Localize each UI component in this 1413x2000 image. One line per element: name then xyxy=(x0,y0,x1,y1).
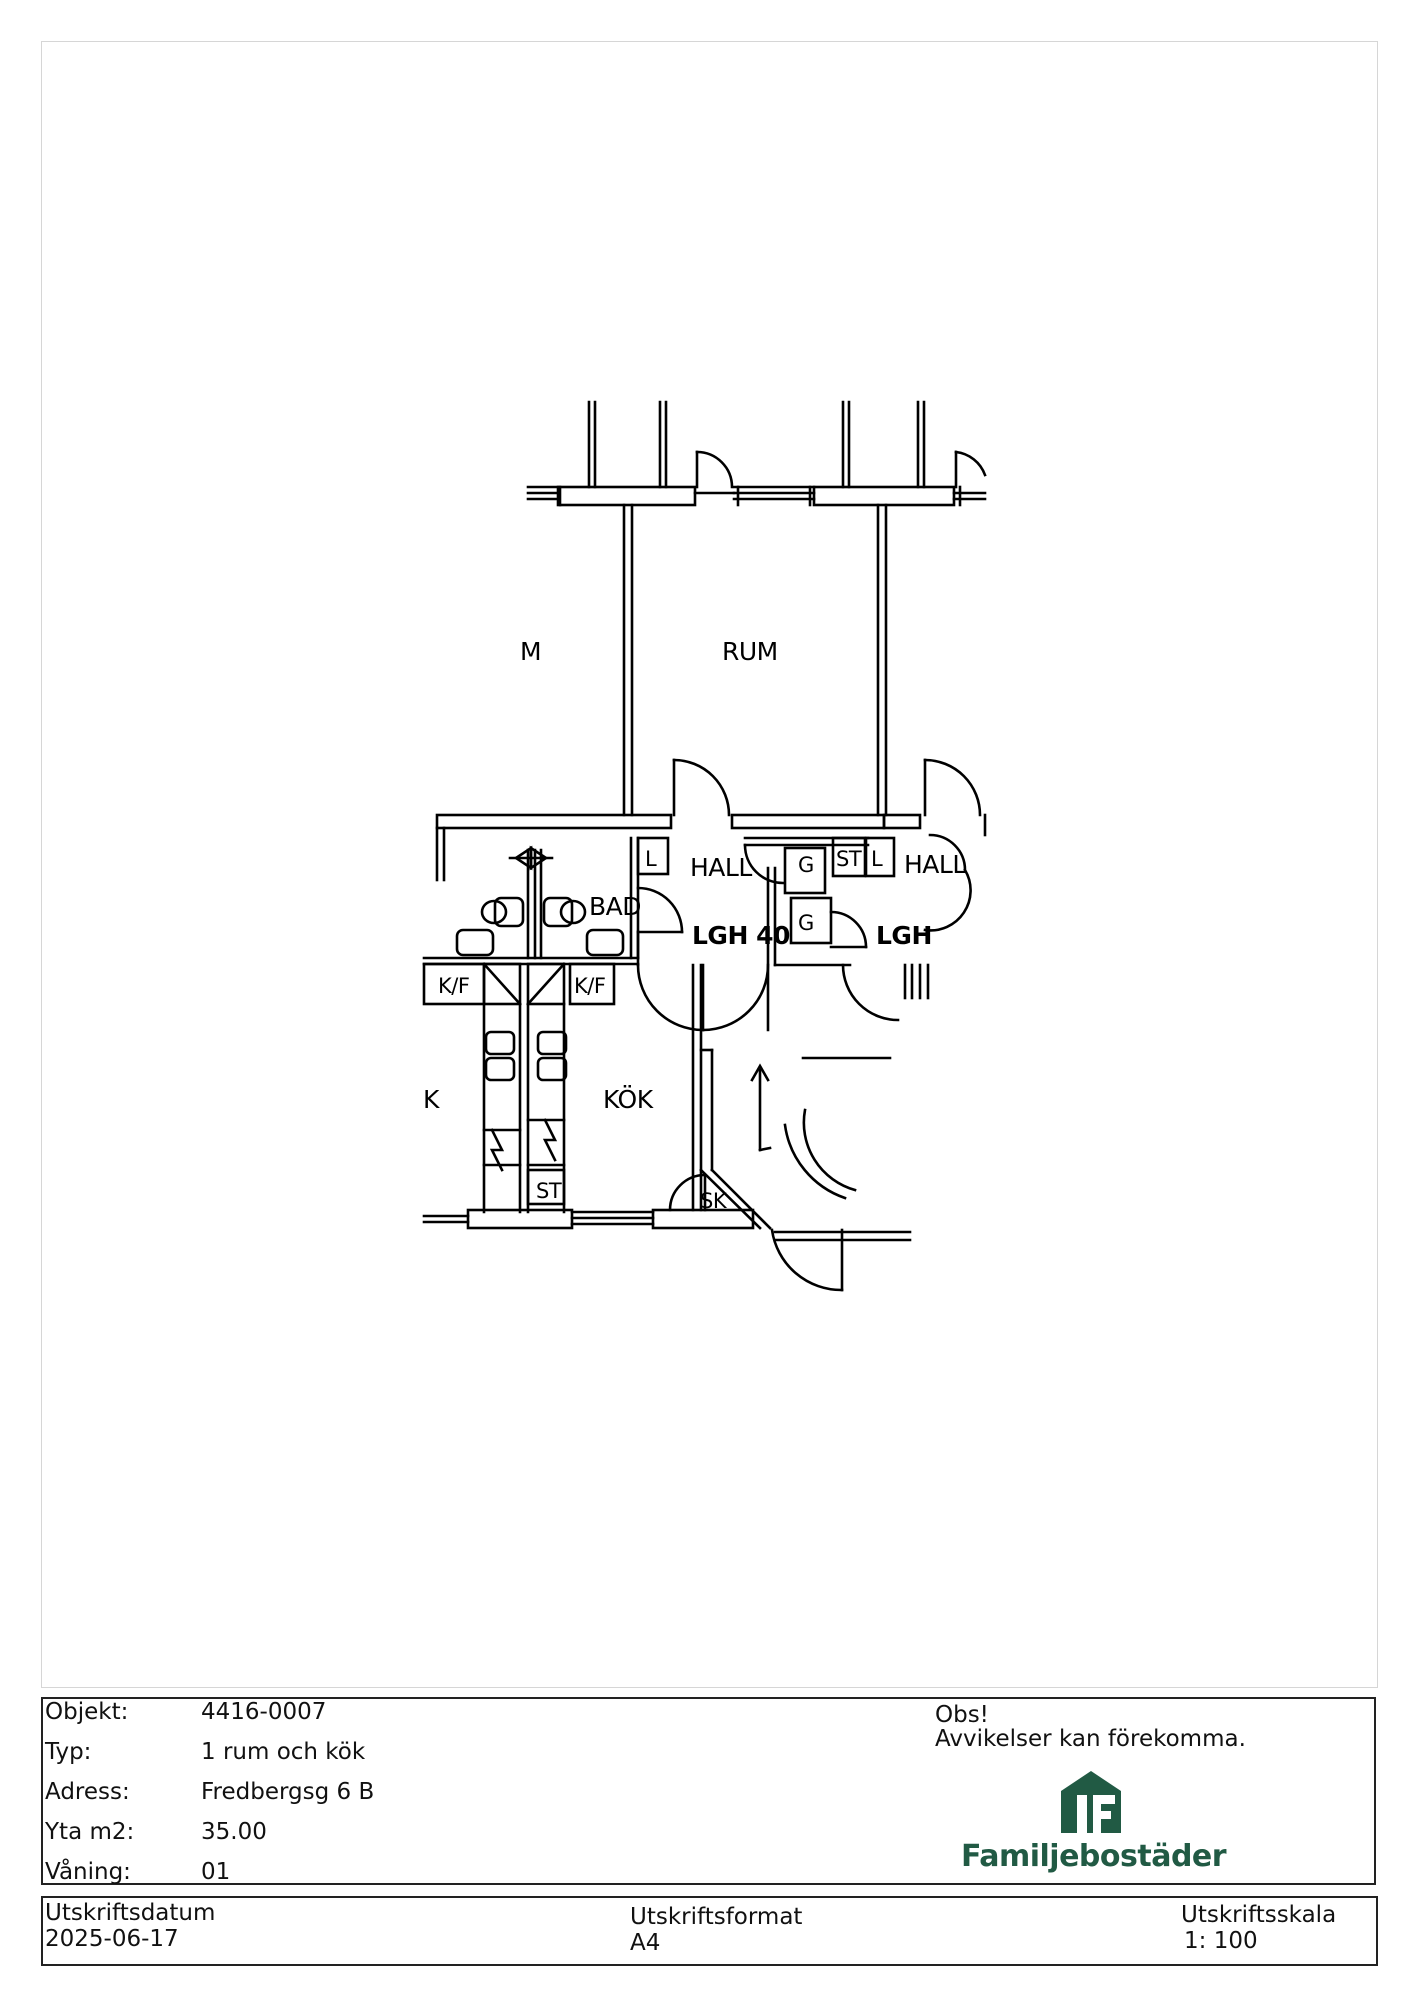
label-bad: BAD xyxy=(589,892,641,921)
info-key: Våning: xyxy=(45,1859,131,1885)
label-hall-left: HALL xyxy=(690,853,752,882)
label-lgh-right: LGH xyxy=(876,921,932,950)
footer-date-label: Utskriftsdatum xyxy=(45,1900,216,1926)
object-info-box: Objekt: 4416-0007 Typ: 1 rum och kök Adr… xyxy=(41,1697,1376,1885)
familjebostader-logo: Familjebostäder xyxy=(961,1765,1227,1881)
info-row-objekt: Objekt: 4416-0007 xyxy=(43,1699,743,1739)
info-value: 1 rum och kök xyxy=(201,1739,366,1765)
label-rum: RUM xyxy=(722,637,778,666)
logo-text: Familjebostäder xyxy=(961,1839,1227,1874)
floor-plan: M RUM HALL HALL BAD LGH 40 LGH KÖK K L L… xyxy=(422,400,987,1292)
info-value: 01 xyxy=(201,1859,231,1885)
footer-format: Utskriftsformat A4 xyxy=(630,1904,802,1956)
label-st-2: ST xyxy=(536,1179,562,1203)
label-hall-right: HALL xyxy=(904,850,966,879)
footer-format-value: A4 xyxy=(630,1930,661,1956)
drawing-frame xyxy=(41,41,1378,1688)
footer-scale-value: 1: 100 xyxy=(1184,1928,1258,1954)
label-l-2: L xyxy=(871,847,883,871)
disclaimer: Obs! Avvikelser kan förekomma. xyxy=(935,1703,1246,1751)
footer-format-label: Utskriftsformat xyxy=(630,1904,803,1930)
label-l-1: L xyxy=(645,847,657,871)
info-value: 35.00 xyxy=(201,1819,267,1845)
footer-scale-label: Utskriftsskala xyxy=(1181,1902,1337,1928)
info-row-typ: Typ: 1 rum och kök xyxy=(43,1739,743,1779)
house-f-icon xyxy=(1061,1771,1121,1833)
footer-date: Utskriftsdatum 2025-06-17 xyxy=(45,1900,215,1952)
label-lgh-40: LGH 40 xyxy=(692,921,790,950)
label-sk: SK xyxy=(700,1189,728,1213)
footer-scale: Utskriftsskala 1: 100 xyxy=(1181,1902,1336,1954)
label-g-2: G xyxy=(798,911,814,935)
label-g-1: G xyxy=(798,853,814,877)
info-value: Fredbergsg 6 B xyxy=(201,1779,375,1805)
obs-title: Obs! xyxy=(935,1702,989,1728)
info-row-yta: Yta m2: 35.00 xyxy=(43,1819,743,1859)
obs-text: Avvikelser kan förekomma. xyxy=(935,1726,1246,1752)
label-kok-left: K xyxy=(423,1085,440,1114)
label-kf-1: K/F xyxy=(438,974,469,998)
info-key: Objekt: xyxy=(45,1699,129,1725)
info-value: 4416-0007 xyxy=(201,1699,327,1725)
label-kf-2: K/F xyxy=(574,974,605,998)
info-row-vaning: Våning: 01 xyxy=(43,1859,743,1899)
footer-date-value: 2025-06-17 xyxy=(45,1926,179,1952)
info-row-adress: Adress: Fredbergsg 6 B xyxy=(43,1779,743,1819)
info-key: Typ: xyxy=(45,1739,92,1765)
label-rum-left: M xyxy=(520,637,541,666)
print-footer: Utskriftsdatum 2025-06-17 Utskriftsforma… xyxy=(41,1896,1378,1966)
info-key: Yta m2: xyxy=(45,1819,135,1845)
label-st-1: ST xyxy=(836,847,862,871)
label-kok: KÖK xyxy=(603,1085,654,1114)
info-key: Adress: xyxy=(45,1779,130,1805)
